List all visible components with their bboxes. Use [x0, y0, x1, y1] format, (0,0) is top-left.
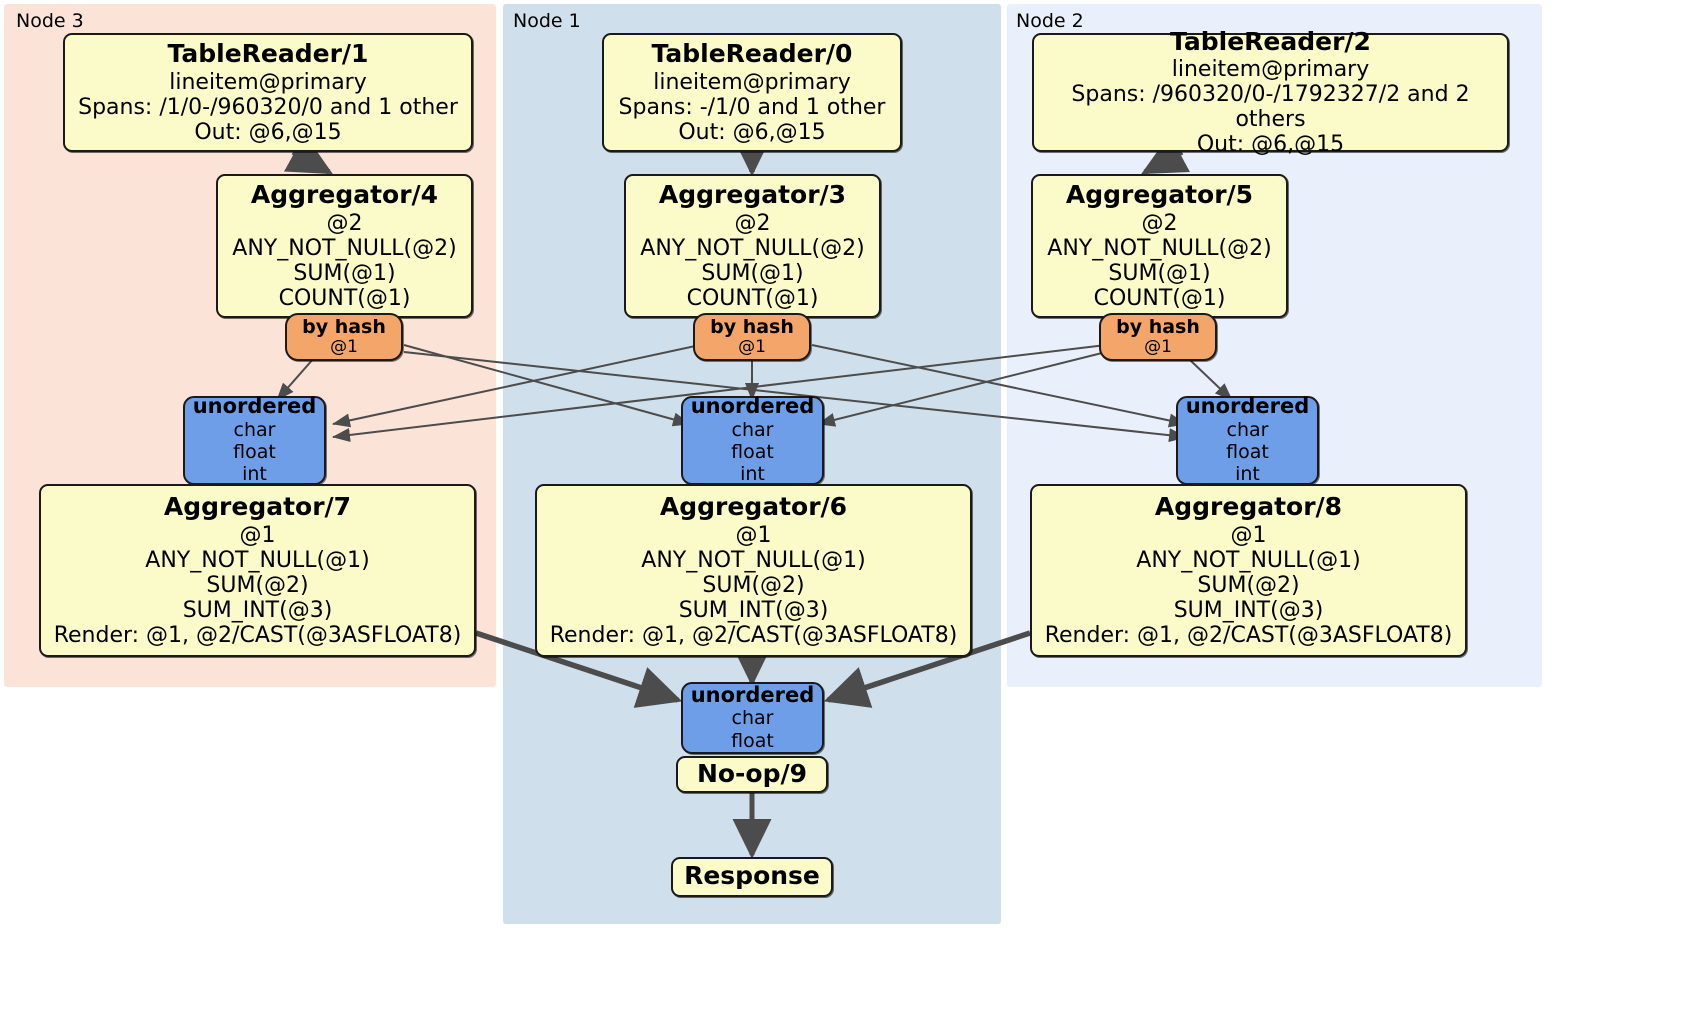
processor-aggregator-7[interactable]: Aggregator/7 @1 ANY_NOT_NULL(@1) SUM(@2)…: [39, 484, 476, 657]
cluster-label-node-1: Node 1: [513, 10, 581, 32]
node-line: SUM(@1): [293, 260, 396, 286]
node-line: SUM(@2): [1197, 572, 1300, 598]
node-line: Out: @6,@15: [194, 119, 342, 145]
processor-aggregator-3[interactable]: Aggregator/3 @2 ANY_NOT_NULL(@2) SUM(@1)…: [624, 174, 881, 318]
node-line: @2: [734, 210, 771, 236]
inbox-unordered-center[interactable]: unordered char float int: [681, 394, 824, 486]
node-line: SUM(@2): [206, 572, 309, 598]
node-line: SUM_INT(@3): [678, 597, 829, 623]
node-line: COUNT(@1): [278, 285, 411, 311]
node-line: char: [1226, 418, 1269, 441]
processor-response[interactable]: Response: [671, 857, 833, 897]
inbox-unordered-final[interactable]: unordered char float: [681, 682, 824, 754]
node-title: Aggregator/3: [658, 180, 847, 210]
node-line: ANY_NOT_NULL(@1): [641, 547, 866, 573]
node-title: TableReader/0: [651, 39, 853, 69]
node-line: Spans: -/1/0 and 1 other: [618, 94, 886, 120]
node-line: ANY_NOT_NULL(@2): [1047, 235, 1272, 261]
node-line: float: [731, 441, 774, 464]
node-line: Out: @6,@15: [678, 119, 826, 145]
node-line: int: [1235, 463, 1260, 486]
node-line: ANY_NOT_NULL(@2): [232, 235, 457, 261]
router-by-hash-left[interactable]: by hash @1: [285, 313, 403, 361]
node-line: float: [731, 729, 774, 752]
node-title: unordered: [690, 682, 815, 707]
node-line: ANY_NOT_NULL(@1): [1136, 547, 1361, 573]
node-line: ANY_NOT_NULL(@2): [640, 235, 865, 261]
node-title: Response: [684, 861, 820, 891]
node-title: unordered: [192, 394, 317, 419]
node-title: No-op/9: [696, 758, 808, 788]
router-by-hash-right[interactable]: by hash @1: [1099, 313, 1217, 361]
node-line: int: [740, 463, 765, 486]
node-line: int: [242, 463, 267, 486]
router-by-hash-center[interactable]: by hash @1: [693, 313, 811, 361]
node-title: by hash: [302, 315, 386, 338]
node-line: Out: @6,@15: [1196, 132, 1345, 158]
node-line: lineitem@primary: [1171, 57, 1370, 83]
inbox-unordered-right[interactable]: unordered char float int: [1176, 394, 1319, 486]
node-line: lineitem@primary: [169, 69, 367, 95]
processor-tablereader-0[interactable]: TableReader/0 lineitem@primary Spans: -/…: [602, 33, 902, 152]
node-line: SUM(@1): [701, 260, 804, 286]
node-line: ANY_NOT_NULL(@1): [145, 547, 370, 573]
node-line: @2: [326, 210, 363, 236]
node-line: float: [1226, 441, 1269, 464]
processor-aggregator-4[interactable]: Aggregator/4 @2 ANY_NOT_NULL(@2) SUM(@1)…: [216, 174, 473, 318]
node-title: by hash: [1116, 315, 1200, 338]
inbox-unordered-left[interactable]: unordered char float int: [183, 394, 326, 486]
node-title: unordered: [690, 394, 815, 419]
node-line: char: [731, 707, 774, 730]
node-title: by hash: [710, 315, 794, 338]
node-line: float: [233, 441, 276, 464]
node-line: Render: @1, @2/CAST(@3ASFLOAT8): [549, 622, 958, 648]
node-line: SUM(@2): [702, 572, 805, 598]
processor-aggregator-8[interactable]: Aggregator/8 @1 ANY_NOT_NULL(@1) SUM(@2)…: [1030, 484, 1467, 657]
node-line: @1: [738, 336, 766, 357]
node-line: @1: [1144, 336, 1172, 357]
node-line: lineitem@primary: [653, 69, 851, 95]
node-title: Aggregator/7: [163, 492, 352, 522]
cluster-label-node-2: Node 2: [1016, 10, 1084, 32]
node-line: SUM(@1): [1108, 260, 1211, 286]
node-line: Spans: /1/0-/960320/0 and 1 other: [78, 94, 458, 120]
node-title: unordered: [1185, 394, 1310, 419]
node-title: TableReader/1: [167, 39, 369, 69]
node-title: Aggregator/6: [659, 492, 848, 522]
node-line: @1: [735, 522, 772, 548]
node-line: Render: @1, @2/CAST(@3ASFLOAT8): [1044, 622, 1453, 648]
node-line: SUM_INT(@3): [182, 597, 333, 623]
processor-tablereader-1[interactable]: TableReader/1 lineitem@primary Spans: /1…: [63, 33, 473, 152]
node-line: COUNT(@1): [1093, 285, 1226, 311]
processor-noop-9[interactable]: No-op/9: [676, 756, 828, 793]
processor-tablereader-2[interactable]: TableReader/2 lineitem@primary Spans: /9…: [1032, 27, 1509, 157]
node-line: SUM_INT(@3): [1173, 597, 1324, 623]
processor-aggregator-5[interactable]: Aggregator/5 @2 ANY_NOT_NULL(@2) SUM(@1)…: [1031, 174, 1288, 318]
cluster-label-node-3: Node 3: [16, 10, 84, 32]
node-line: Spans: /960320/0-/1792327/2 and 2 others: [1071, 82, 1470, 133]
processor-aggregator-6[interactable]: Aggregator/6 @1 ANY_NOT_NULL(@1) SUM(@2)…: [535, 484, 972, 657]
node-line: char: [233, 418, 276, 441]
node-title: Aggregator/5: [1065, 180, 1254, 210]
node-line: COUNT(@1): [686, 285, 819, 311]
node-line: @1: [330, 336, 358, 357]
node-line: @1: [1230, 522, 1267, 548]
node-line: Render: @1, @2/CAST(@3ASFLOAT8): [53, 622, 462, 648]
node-line: char: [731, 418, 774, 441]
node-line: @2: [1141, 210, 1178, 236]
node-title: Aggregator/8: [1154, 492, 1343, 522]
node-title: TableReader/2: [1170, 26, 1371, 56]
node-line: @1: [239, 522, 276, 548]
node-title: Aggregator/4: [250, 180, 439, 210]
